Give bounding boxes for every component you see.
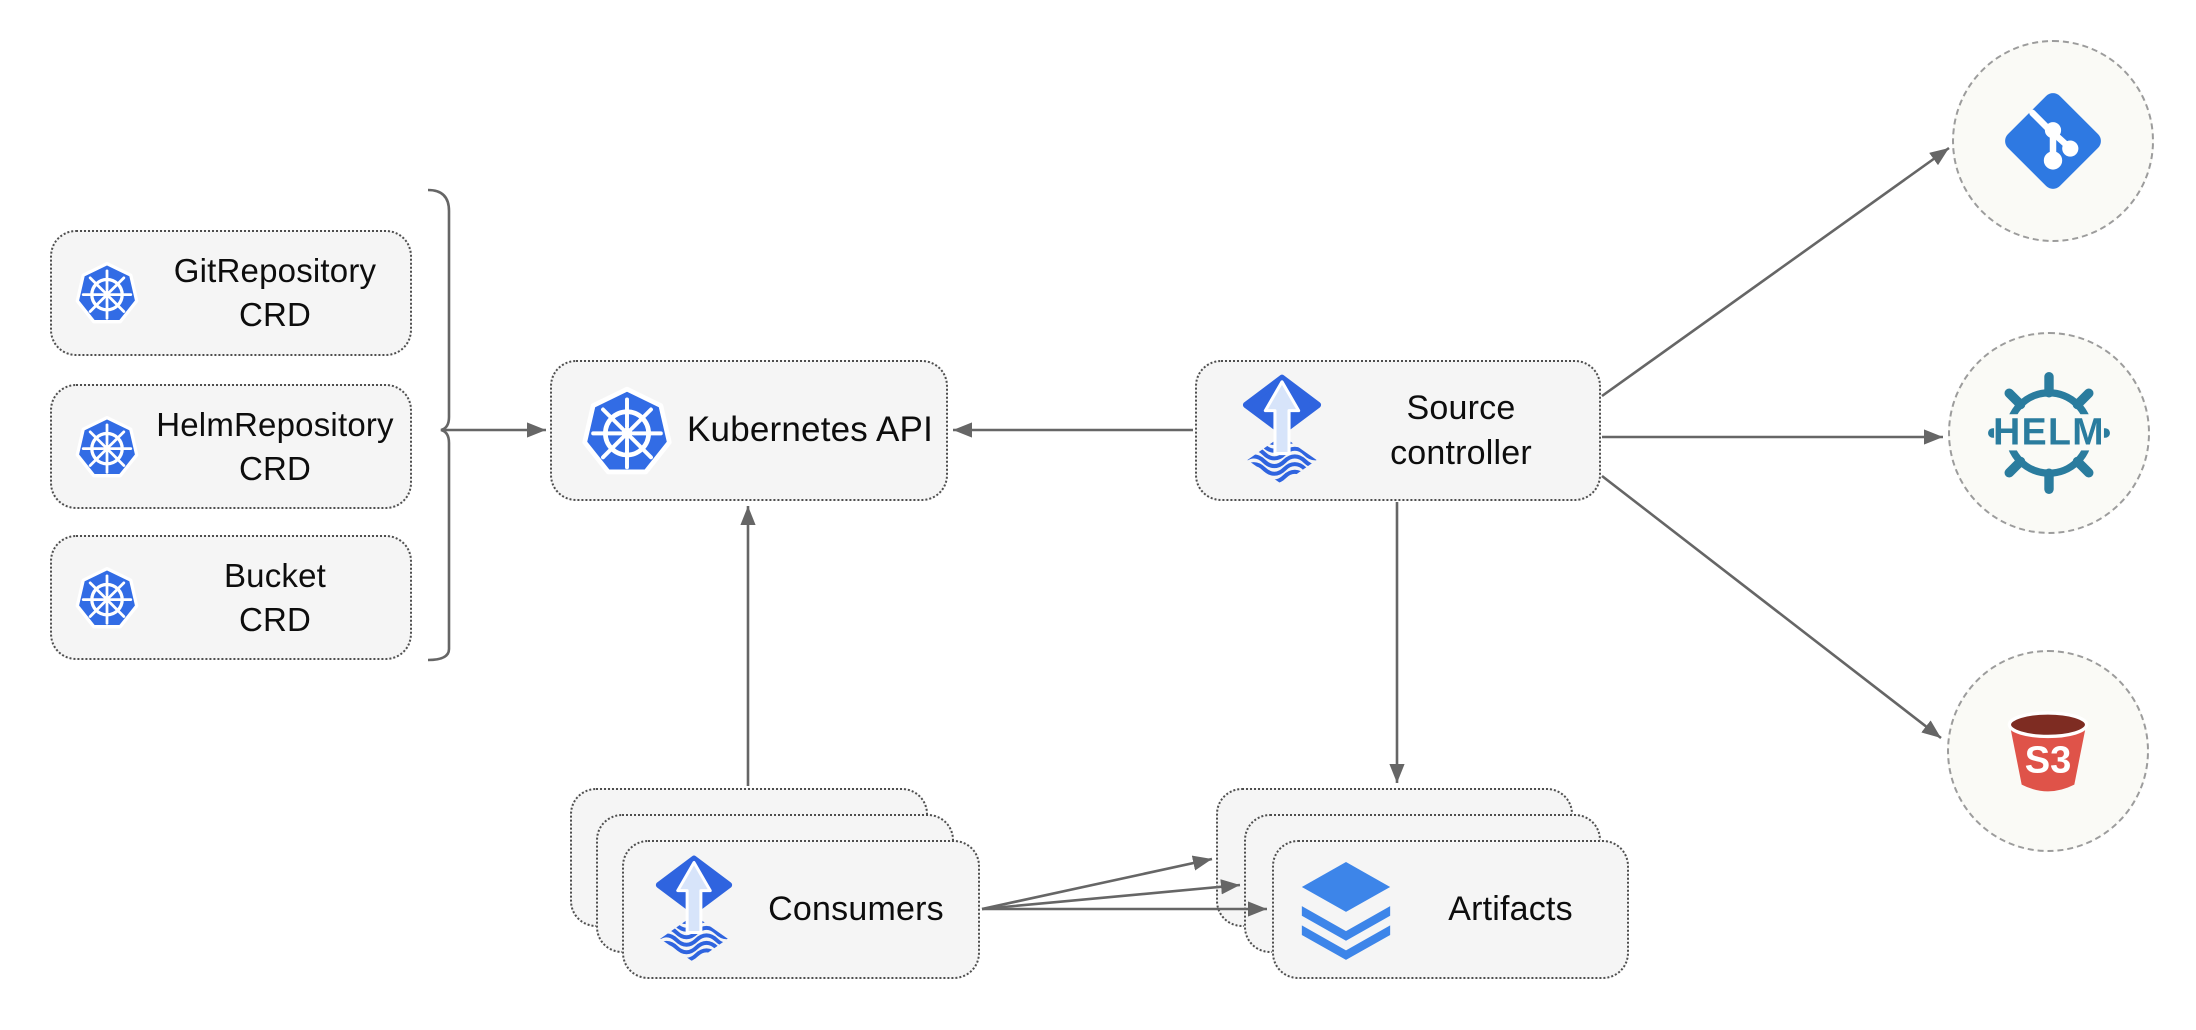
edge-consumers-to-artifacts-back: [981, 855, 1213, 911]
crd-grouping-bracket: [427, 188, 451, 662]
source-controller-line1: Source: [1406, 388, 1516, 427]
artifacts-label: Artifacts: [1448, 890, 1573, 929]
source-controller-box: Source controller: [1195, 360, 1601, 501]
crd-label-line1: GitRepository: [173, 252, 377, 290]
edge-source-controller-to-git: [1601, 146, 1950, 398]
consumers-box: Consumers: [622, 840, 980, 979]
crd-label-line2: CRD: [238, 449, 312, 487]
source-controller-label: Source controller: [1323, 386, 1599, 476]
crd-box-bucket-label: Bucket CRD: [140, 554, 410, 641]
crd-box-gitrepository-label: GitRepository CRD: [140, 249, 410, 336]
crd-box-helmrepository: HelmRepository CRD: [50, 384, 412, 509]
s3-bucket-icon: S3: [2007, 711, 2089, 792]
s3-endpoint-circle: S3: [1947, 650, 2149, 852]
helm-logo-text: HELM: [1993, 410, 2105, 452]
crd-label-line1: Bucket: [223, 556, 327, 594]
crd-label-line2: CRD: [238, 600, 312, 638]
source-controller-line2: controller: [1390, 433, 1532, 472]
edge-consumers-to-artifacts-middle: [981, 879, 1241, 911]
edge-source-controller-to-s3: [1601, 474, 1942, 740]
helm-endpoint-circle: HELM: [1948, 332, 2150, 534]
kubernetes-api-label: Kubernetes API: [686, 410, 934, 450]
consumers-label: Consumers: [768, 890, 944, 929]
kubernetes-icon: [74, 414, 140, 480]
helm-wheel-icon: HELM: [1988, 372, 2110, 494]
crd-box-helmrepository-label: HelmRepository CRD: [140, 403, 410, 490]
git-endpoint-circle: [1952, 40, 2154, 242]
kubernetes-icon: [74, 565, 140, 631]
crd-box-bucket: Bucket CRD: [50, 535, 412, 660]
crd-label-line2: CRD: [238, 296, 312, 333]
layers-icon: [1301, 861, 1391, 960]
crd-box-gitrepository: GitRepository CRD: [50, 230, 412, 356]
kubernetes-icon: [580, 384, 674, 478]
s3-logo-text: S3: [2025, 739, 2072, 781]
flux-icon: [1241, 374, 1323, 487]
kubernetes-api-box: Kubernetes API: [550, 360, 948, 501]
flux-icon: [654, 855, 734, 965]
kubernetes-icon: [74, 260, 140, 326]
crd-label-line1: HelmRepository: [156, 405, 394, 443]
git-icon: [2005, 93, 2101, 189]
artifacts-box: Artifacts: [1272, 840, 1629, 979]
